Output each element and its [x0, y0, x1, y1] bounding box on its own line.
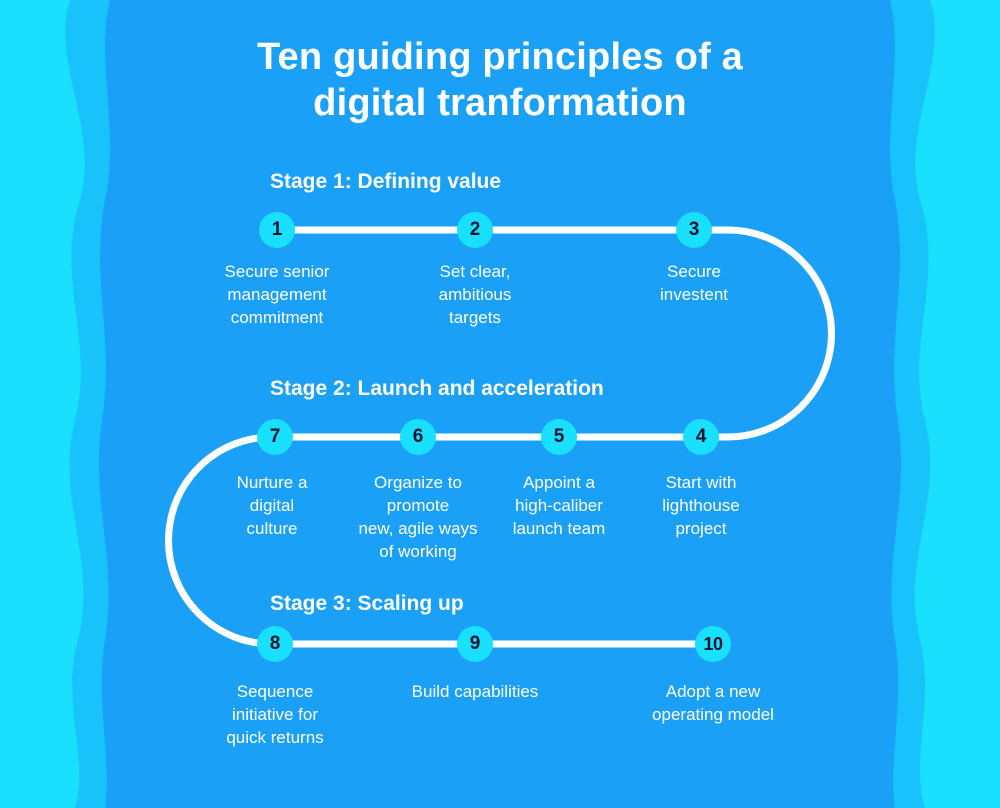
step-1-label-line: management — [227, 285, 327, 304]
page-title-line-2: digital tranformation — [313, 82, 687, 124]
page-title: Ten guiding principles of a digital tran… — [0, 34, 1000, 126]
step-9-label-line: Build capabilities — [411, 682, 539, 701]
step-7-label-line: digital — [249, 496, 295, 515]
step-8-label-line: Sequence — [236, 682, 314, 701]
step-6-label-line: promote — [386, 496, 450, 515]
step-6-label-line: new, agile ways — [358, 519, 478, 538]
step-2-node: 2 — [457, 212, 493, 248]
step-3-label-line: Secure — [667, 262, 721, 281]
step-5-node: 5 — [541, 419, 577, 455]
step-1-node: 1 — [259, 212, 295, 248]
step-6-label-line: of working — [379, 542, 457, 561]
step-3-node: 3 — [676, 212, 712, 248]
step-5-label-line: Appoint a — [523, 473, 595, 492]
step-5-label-line: launch team — [512, 519, 606, 538]
step-4-node: 4 — [683, 419, 719, 455]
step-1-label: Secure senior management commitment — [225, 260, 330, 329]
step-6-label: Organize to promote new, agile ways of w… — [358, 471, 477, 563]
step-7-node: 7 — [257, 419, 293, 455]
step-2-label-line: targets — [449, 308, 501, 327]
step-7-label: Nurture a digital culture — [237, 471, 308, 540]
step-4-label-line: Start with — [665, 473, 737, 492]
step-10-label: Adopt a new operating model — [652, 680, 774, 726]
step-1-label-line: commitment — [230, 308, 324, 327]
step-8-label-line: initiative for — [232, 705, 318, 724]
step-2-label-line: ambitious — [438, 285, 512, 304]
step-3-label-line: investent — [659, 285, 729, 304]
step-4-label-line: project — [675, 519, 727, 538]
step-7-label-line: culture — [246, 519, 298, 538]
stage-1-heading: Stage 1: Defining value — [270, 170, 502, 193]
step-10-label-line: Adopt a new — [665, 682, 761, 701]
step-9-node: 9 — [457, 626, 493, 662]
step-8-node: 8 — [257, 626, 293, 662]
stage-3-heading: Stage 3: Scaling up — [270, 592, 464, 615]
step-3-label: Secure investent — [660, 260, 728, 306]
step-6-node: 6 — [400, 419, 436, 455]
stage-2-heading: Stage 2: Launch and acceleration — [270, 377, 604, 400]
step-6-label-line: Organize to — [374, 473, 462, 492]
step-4-label-line: lighthouse — [662, 496, 740, 515]
step-2-label: Set clear, ambitious targets — [439, 260, 512, 329]
step-1-label-line: Secure senior — [224, 262, 330, 281]
step-5-label: Appoint a high-caliber launch team — [513, 471, 606, 540]
step-8-label: Sequence initiative for quick returns — [226, 680, 323, 749]
inner-panel-shape — [98, 0, 902, 808]
roadmap-path — [165, 226, 835, 648]
step-2-label-line: Set clear, — [439, 262, 511, 281]
page-title-line-1: Ten guiding principles of a — [256, 36, 744, 78]
step-10-node: 10 — [695, 626, 731, 662]
step-10-label-line: operating model — [652, 705, 774, 724]
step-4-label: Start with lighthouse project — [662, 471, 740, 540]
step-9-label: Build capabilities — [412, 680, 539, 703]
step-8-label-line: quick returns — [226, 728, 324, 747]
step-5-label-line: high-caliber — [515, 496, 603, 515]
step-7-label-line: Nurture a — [236, 473, 308, 492]
